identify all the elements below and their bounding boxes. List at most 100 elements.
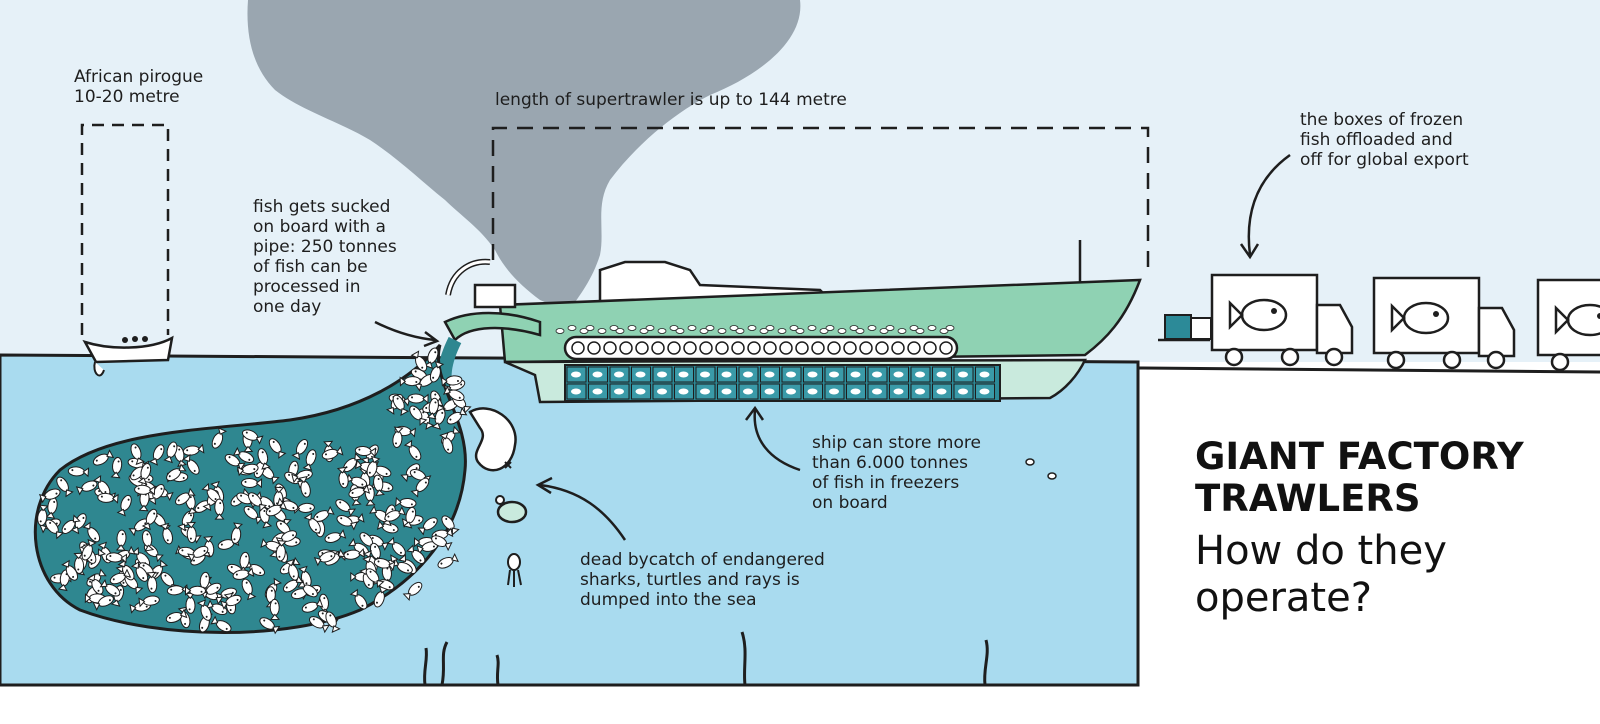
fish-icon [242, 429, 264, 445]
fish-icon [137, 463, 152, 485]
fish-icon [597, 328, 607, 334]
subtitle-line-1: How do they [1195, 528, 1447, 574]
fish-icon [92, 475, 111, 496]
fish-icon [760, 383, 780, 400]
fish-icon [373, 558, 396, 572]
fish-icon [846, 366, 866, 383]
conveyor-roller [651, 341, 665, 355]
fish-icon [325, 611, 341, 633]
fish-icon [777, 328, 787, 334]
fish-icon [241, 477, 263, 489]
fish-icon [717, 328, 727, 334]
fish-icon [81, 538, 97, 561]
squid-icon [507, 553, 522, 587]
fish-icon [128, 518, 149, 537]
fish-icon [395, 496, 417, 509]
processing-conveyor [563, 335, 959, 361]
fish-icon [384, 506, 406, 522]
conveyor-roller [619, 341, 633, 355]
fish-icon [141, 508, 158, 531]
bubbles [1025, 458, 1057, 480]
fish-icon [446, 407, 468, 425]
fish-icon [70, 513, 87, 535]
fish-icon [291, 439, 309, 461]
fish-icon [302, 449, 317, 471]
fish-icon [402, 581, 423, 602]
fish-icon [555, 328, 565, 334]
conveyor-roller [827, 341, 841, 355]
fish-icon [186, 521, 197, 544]
fish-icon [232, 567, 255, 580]
fish-icon [373, 585, 389, 608]
fish-icon [392, 394, 410, 416]
fish-icon [259, 617, 281, 635]
fish-icon [147, 484, 165, 505]
fish-icon [615, 328, 625, 334]
truck-icon [1536, 278, 1600, 372]
conveyor-roller [731, 341, 745, 355]
fish-icon [138, 595, 160, 608]
fish-icon [37, 504, 49, 526]
fish-icon [67, 466, 90, 478]
fish-icon [674, 383, 694, 400]
fish-icon [336, 515, 358, 531]
label-boxes-export: the boxes of frozen fish offloaded and o… [1300, 110, 1469, 170]
conveyor-roller [571, 341, 585, 355]
fish-icon [141, 530, 155, 552]
fish-icon [669, 325, 679, 331]
fish-icon [236, 463, 259, 477]
fish-icon [348, 484, 371, 499]
fish-icon [879, 328, 889, 334]
fish-icon [609, 383, 630, 400]
fish-icon [211, 427, 228, 449]
fish-icon [220, 594, 242, 610]
fish-icon [837, 328, 847, 334]
fish-icon [932, 383, 952, 400]
fish-icon [897, 328, 907, 334]
conveyor-roller [795, 341, 809, 355]
pirogue-dimension-bracket [80, 123, 170, 335]
fish-icon [437, 552, 459, 569]
title-block: GIANT FACTORY TRAWLERS How do they opera… [1195, 436, 1595, 622]
fish-icon [889, 366, 909, 383]
fish-icon [695, 383, 716, 400]
fish-icon [609, 366, 630, 383]
fish-icon [402, 506, 417, 529]
fish-icon [849, 325, 859, 331]
fish-icon [343, 452, 363, 473]
fish-icon [695, 366, 716, 383]
fish-icon [953, 366, 974, 383]
fish-icon [130, 443, 146, 466]
fish-icon [303, 512, 321, 534]
conveyor-roller [683, 341, 697, 355]
fish-icon [945, 325, 955, 331]
fish-icon [417, 517, 438, 536]
title-line-2: TRAWLERS [1195, 477, 1421, 520]
truck-icon [1372, 276, 1516, 370]
fish-icon [268, 438, 287, 459]
fish-icon [409, 405, 428, 426]
fish-icon [867, 383, 888, 400]
fish-icon [429, 360, 445, 383]
fish-icon [738, 383, 759, 400]
fish-icon [867, 325, 877, 331]
fish-icon [588, 366, 608, 383]
fish-icon [729, 325, 739, 331]
fish-icon [182, 443, 205, 456]
conveyor-roller [891, 341, 905, 355]
fish-icon [406, 544, 426, 564]
conveyor-roller [699, 341, 713, 355]
fish-icon [566, 383, 587, 400]
conveyor-roller [843, 341, 857, 355]
fish-icon [885, 325, 895, 331]
fish-icon [214, 498, 225, 520]
fish-icon [915, 328, 925, 334]
fish-icon [747, 325, 757, 331]
fish-icon [309, 616, 330, 634]
fish-icon [627, 325, 637, 331]
fish-icon [165, 608, 188, 623]
label-pirogue: African pirogue 10-20 metre [74, 67, 204, 107]
fish-icon [807, 325, 817, 331]
fish-icon [97, 492, 119, 504]
seabed-weeds [423, 631, 989, 686]
